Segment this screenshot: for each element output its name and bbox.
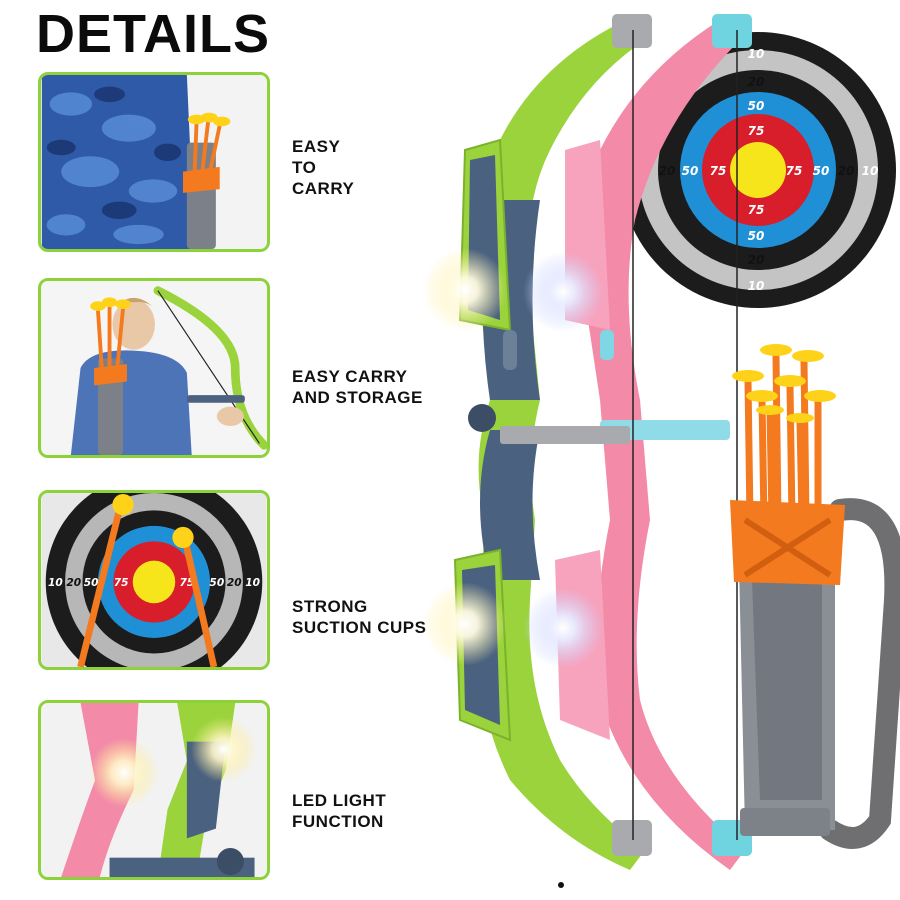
target-score-label: 50 (682, 164, 699, 178)
target-score-label: 10 (245, 576, 260, 589)
led-light (423, 582, 507, 666)
caption-led-light: LED LIGHT FUNCTION (292, 790, 386, 832)
child-archer-image (41, 281, 267, 455)
led-light (423, 248, 507, 332)
target-score-label: 75 (786, 164, 803, 178)
target-score-label: 50 (209, 576, 224, 589)
caption-line: EASY (292, 137, 341, 156)
target-score-label: 20 (227, 576, 242, 589)
detail-panel-suction: 10 20 50 75 75 50 20 10 (38, 490, 270, 670)
caption-line: LED LIGHT (292, 791, 387, 810)
pagination-dot (558, 882, 564, 888)
bow-set-illustration: 10 20 50 75 75 50 20 10 10 20 50 75 75 5… (423, 14, 900, 870)
caption-line: AND STORAGE (292, 388, 423, 407)
detail-panel-storage (38, 278, 270, 458)
caption-line: TO (292, 158, 317, 177)
target-score-label: 10 (862, 164, 879, 178)
target-score-label: 75 (710, 164, 727, 178)
caption-easy-carry-storage: EASY CARRY AND STORAGE (292, 366, 423, 408)
detail-panel-carry (38, 72, 270, 252)
target-score-label: 50 (813, 164, 830, 178)
caption-line: SUCTION CUPS (292, 618, 427, 637)
caption-line: FUNCTION (292, 812, 384, 831)
target-closeup-image: 10 20 50 75 75 50 20 10 (41, 493, 267, 667)
target-score-label: 50 (748, 229, 765, 243)
target-score-label: 75 (114, 576, 129, 589)
caption-line: STRONG (292, 597, 368, 616)
target-score-label: 75 (748, 203, 765, 217)
target-score-label: 10 (48, 576, 63, 589)
caption-line: CARRY (292, 179, 355, 198)
led-light (523, 588, 603, 668)
detail-panel-led (38, 700, 270, 880)
target-score-label: 20 (838, 164, 855, 178)
target-score-label: 20 (66, 576, 81, 589)
target-score-label: 10 (748, 47, 765, 61)
led-bow-closeup-image (41, 703, 267, 877)
led-light (523, 252, 603, 332)
caption-easy-to-carry: EASY TO CARRY (292, 136, 354, 199)
page-title: DETAILS (36, 4, 270, 64)
camo-backpack-image (41, 75, 267, 249)
quiver (730, 500, 845, 836)
target-score-label: 20 (659, 164, 676, 178)
target-score-label: 50 (748, 99, 765, 113)
quiver-strap (819, 498, 900, 849)
target-score-label: 75 (748, 124, 765, 138)
product-hero-image: 10 20 50 75 75 50 20 10 10 20 50 75 75 5… (370, 0, 900, 900)
arrow-bundle (732, 344, 836, 524)
target-score-label: 10 (748, 279, 765, 293)
target-score-label: 20 (748, 253, 765, 267)
target-board (620, 32, 896, 308)
caption-line: EASY CARRY (292, 367, 408, 386)
target-score-label: 20 (748, 75, 765, 89)
target-score-label: 50 (84, 576, 99, 589)
caption-suction-cups: STRONG SUCTION CUPS (292, 596, 426, 638)
